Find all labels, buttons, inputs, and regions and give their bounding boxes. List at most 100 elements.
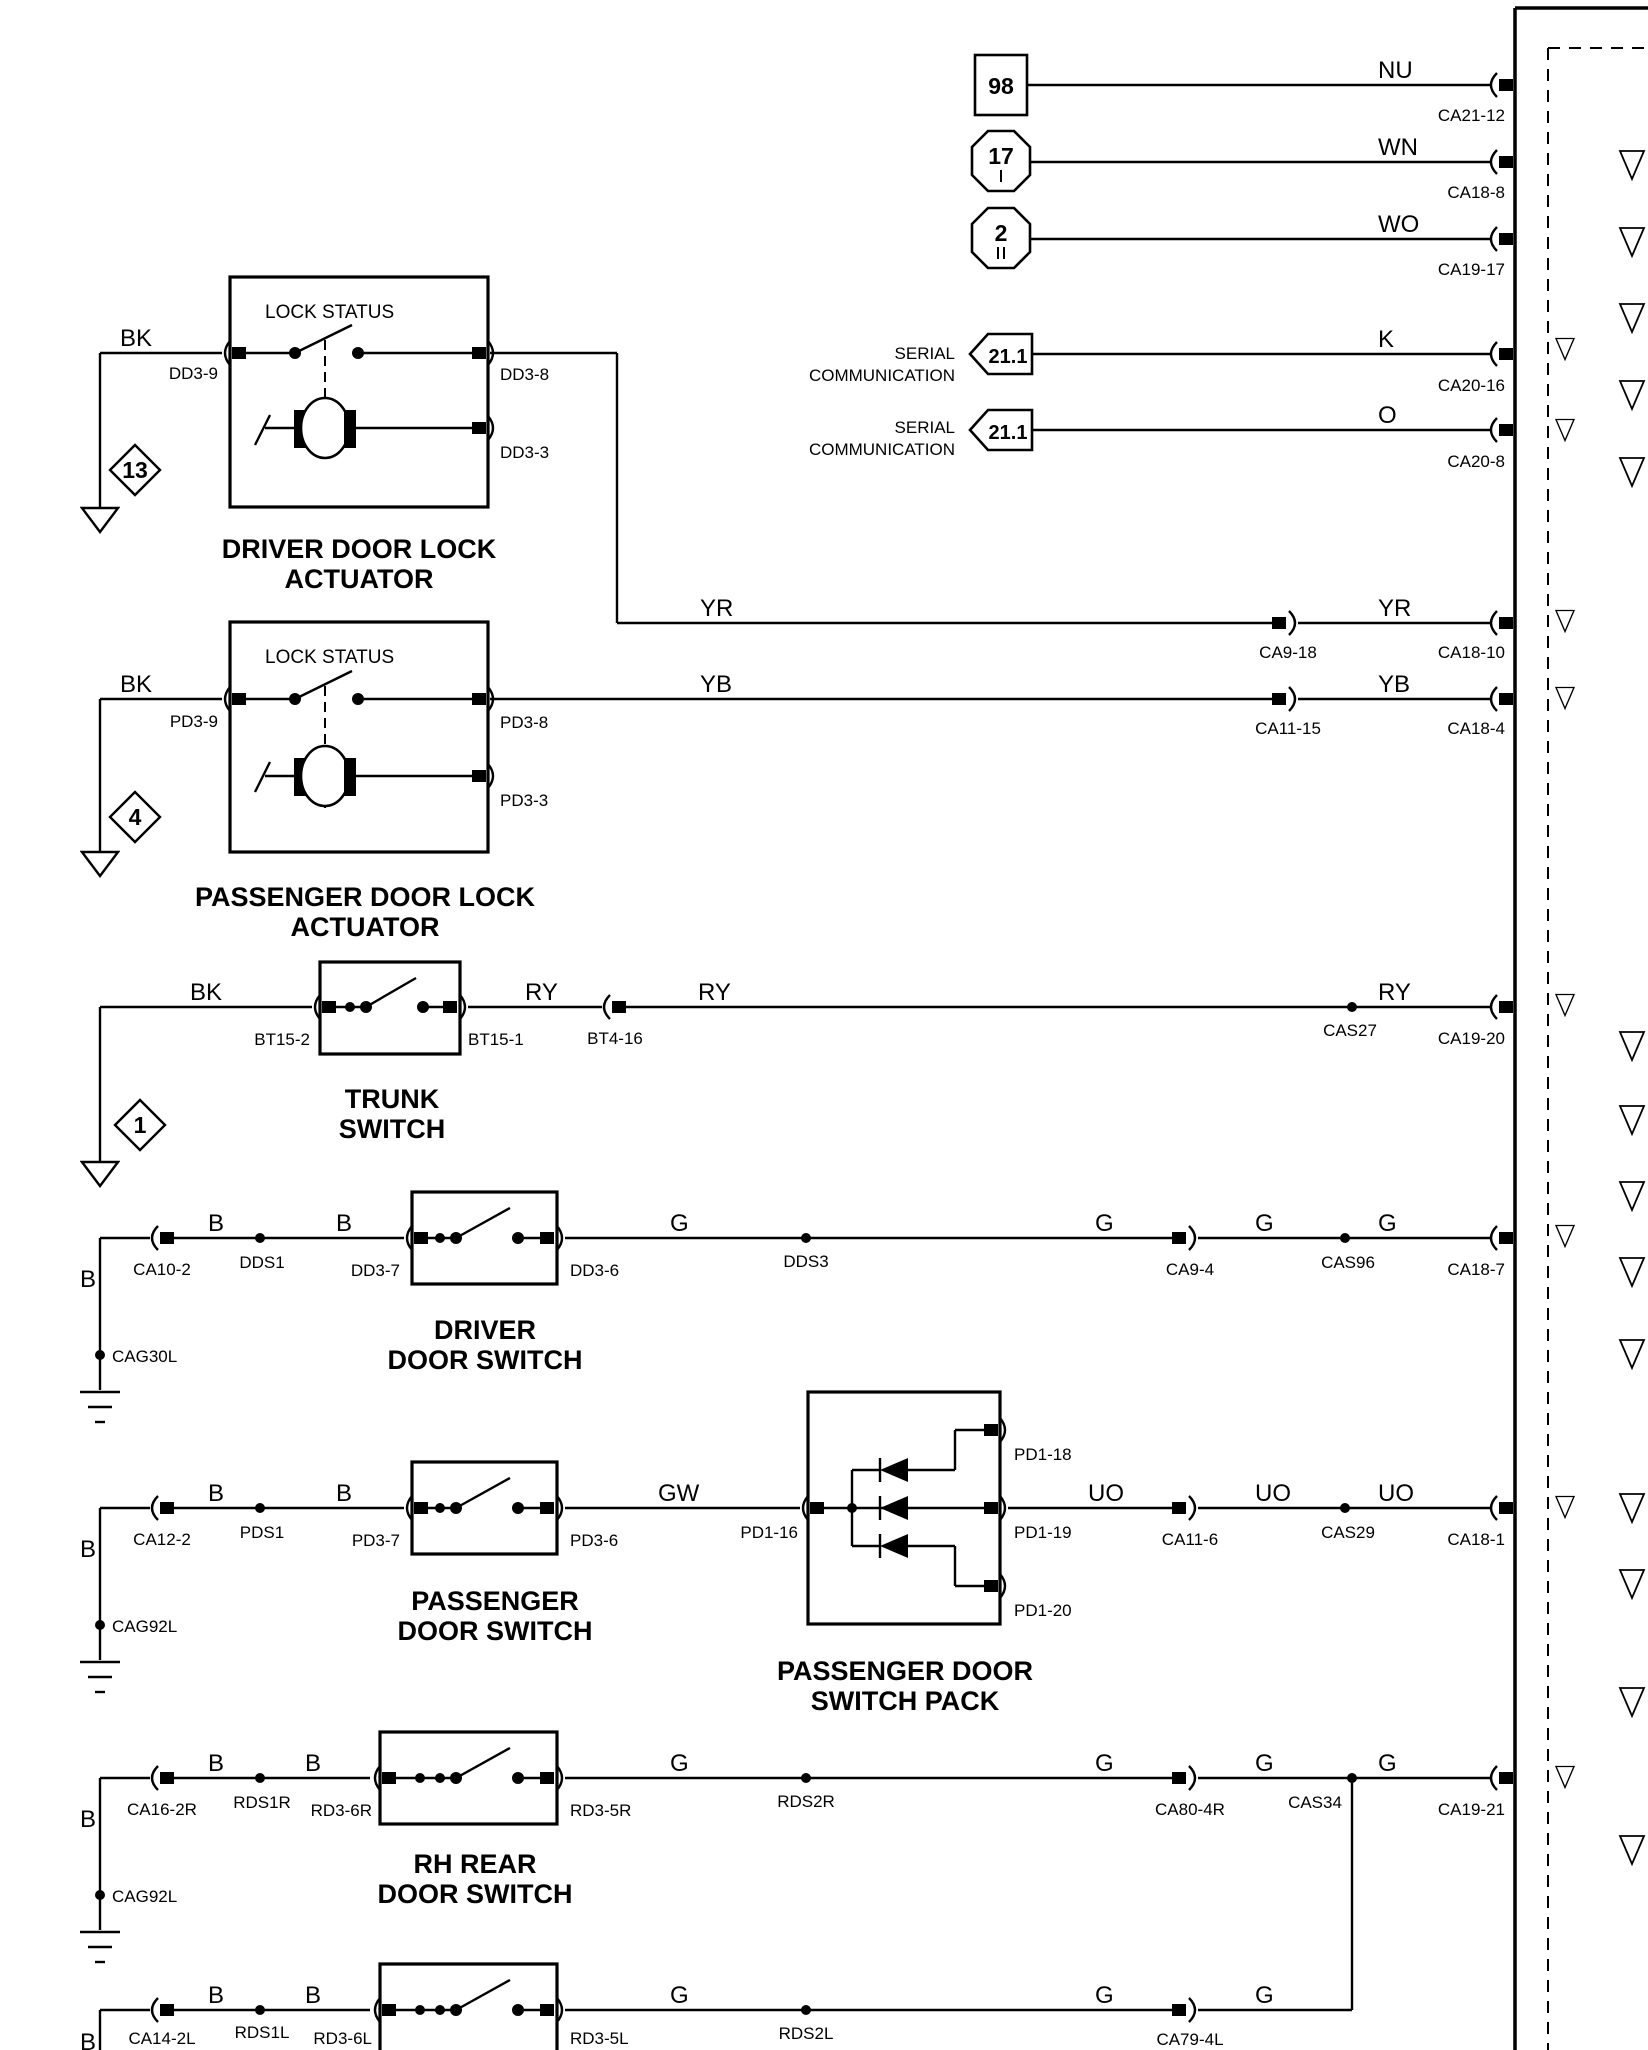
svg-text:CA19-21: CA19-21 — [1438, 1800, 1505, 1819]
wire-o-serial: SERIAL COMMUNICATION 21.1 O CA20-8 — [809, 402, 1513, 471]
svg-text:CA10-2: CA10-2 — [133, 1260, 191, 1279]
svg-text:UO: UO — [1088, 1480, 1124, 1507]
svg-text:YB: YB — [700, 671, 732, 698]
trunk-switch: BT15-2 BT15-1 TRUNK SWITCH — [254, 960, 524, 1144]
svg-text:SERIAL: SERIAL — [895, 344, 955, 363]
svg-text:CA9-18: CA9-18 — [1259, 643, 1317, 662]
svg-text:B: B — [80, 1806, 96, 1833]
svg-text:DD3-3: DD3-3 — [500, 443, 549, 462]
svg-text:ACTUATOR: ACTUATOR — [291, 912, 440, 942]
svg-text:WO: WO — [1378, 211, 1419, 238]
svg-text:G: G — [670, 1750, 689, 1777]
svg-text:CA9-4: CA9-4 — [1166, 1260, 1214, 1279]
svg-text:4: 4 — [129, 804, 142, 830]
wire-bk-trunk: BK 1 — [80, 979, 312, 1188]
svg-text:CA18-1: CA18-1 — [1447, 1530, 1505, 1549]
svg-text:YR: YR — [1378, 595, 1411, 622]
svg-text:DOOR SWITCH: DOOR SWITCH — [378, 1879, 573, 1909]
wire-ry: RY RY RY BT4-16 CAS27 CA19-20 — [468, 979, 1513, 1048]
svg-text:CA18-7: CA18-7 — [1447, 1260, 1505, 1279]
svg-text:G: G — [1255, 1750, 1274, 1777]
svg-text:PD3-8: PD3-8 — [500, 713, 548, 732]
svg-text:BK: BK — [120, 325, 152, 352]
svg-text:CA19-20: CA19-20 — [1438, 1029, 1505, 1048]
svg-text:PD3-6: PD3-6 — [570, 1531, 618, 1550]
svg-text:PD1-20: PD1-20 — [1014, 1601, 1072, 1620]
svg-text:17: 17 — [988, 143, 1014, 169]
svg-text:UO: UO — [1255, 1480, 1291, 1507]
svg-text:B: B — [336, 1210, 352, 1237]
svg-text:CA21-12: CA21-12 — [1438, 106, 1505, 125]
svg-text:RDS2L: RDS2L — [779, 2024, 834, 2043]
svg-text:WN: WN — [1378, 134, 1418, 161]
svg-text:PD1-19: PD1-19 — [1014, 1523, 1072, 1542]
driver-door-switch-circuit: B B B CA10-2 DDS1 CAG30L DD3-7 DD3-6 DRI… — [80, 1190, 1513, 1424]
svg-text:21.1: 21.1 — [989, 346, 1028, 368]
svg-text:UO: UO — [1378, 1480, 1414, 1507]
svg-text:CAS34: CAS34 — [1288, 1793, 1342, 1812]
svg-text:G: G — [1095, 1982, 1114, 2009]
svg-text:PASSENGER: PASSENGER — [411, 1586, 579, 1616]
svg-text:G: G — [1095, 1750, 1114, 1777]
svg-text:B: B — [305, 1750, 321, 1777]
svg-text:DD3-8: DD3-8 — [500, 365, 549, 384]
rh-rear-door-switch-circuit: B B B CA16-2R RDS1R CAG92L RD3-6R RD3-5R… — [80, 1730, 1513, 2010]
passenger-door-switch-circuit: B B B CA12-2 PDS1 CAG92L PD3-7 PD3-6 PAS… — [80, 1460, 800, 1694]
svg-text:PD1-16: PD1-16 — [740, 1523, 798, 1542]
svg-text:CA14-2L: CA14-2L — [128, 2029, 195, 2048]
wire-wo: 2 WO CA19-17 — [970, 206, 1513, 279]
svg-text:RY: RY — [698, 979, 731, 1006]
svg-text:CAS27: CAS27 — [1323, 1021, 1377, 1040]
svg-text:BT15-2: BT15-2 — [254, 1030, 310, 1049]
svg-text:CA12-2: CA12-2 — [133, 1530, 191, 1549]
svg-text:RY: RY — [1378, 979, 1411, 1006]
svg-text:G: G — [1378, 1210, 1397, 1237]
passenger-door-switch-pack: PD1-16 PD1-18 PD1-19 PD1-20 PASSENGER DO… — [740, 1390, 1072, 1716]
svg-text:YB: YB — [1378, 671, 1410, 698]
svg-text:B: B — [208, 1480, 224, 1507]
svg-text:PD1-18: PD1-18 — [1014, 1445, 1072, 1464]
svg-text:CAG92L: CAG92L — [112, 1887, 177, 1906]
body-control-module — [1513, 6, 1648, 2050]
driver-lock-title: DRIVER DOOR LOCK — [222, 534, 497, 564]
svg-text:B: B — [80, 2029, 96, 2050]
driver-lock-ground: BK 13 — [80, 325, 222, 534]
svg-text:PDS1: PDS1 — [240, 1523, 284, 1542]
svg-text:NU: NU — [1378, 57, 1413, 84]
svg-text:CA16-2R: CA16-2R — [127, 1800, 197, 1819]
wire-wn: 17 WN CA18-8 — [970, 129, 1513, 202]
svg-text:RDS1L: RDS1L — [235, 2023, 290, 2042]
svg-text:PASSENGER DOOR: PASSENGER DOOR — [777, 1656, 1033, 1686]
passenger-lock-ground: BK 4 — [80, 671, 222, 878]
svg-text:B: B — [208, 1210, 224, 1237]
svg-text:PASSENGER DOOR LOCK: PASSENGER DOOR LOCK — [195, 882, 536, 912]
svg-text:DD3-7: DD3-7 — [351, 1261, 400, 1280]
svg-text:CA18-10: CA18-10 — [1438, 643, 1505, 662]
ref-98: 98 — [988, 73, 1014, 99]
wire-yb: YB YB CA11-15 CA18-4 — [490, 671, 1513, 738]
svg-text:SWITCH PACK: SWITCH PACK — [811, 1686, 1000, 1716]
svg-text:DDS1: DDS1 — [239, 1253, 284, 1272]
svg-text:RD3-5R: RD3-5R — [570, 1801, 631, 1820]
svg-text:13: 13 — [122, 457, 148, 483]
svg-text:YR: YR — [700, 595, 733, 622]
svg-text:ACTUATOR: ACTUATOR — [285, 564, 434, 594]
svg-text:PD3-7: PD3-7 — [352, 1531, 400, 1550]
svg-text:PD3-9: PD3-9 — [170, 712, 218, 731]
svg-text:G: G — [670, 1210, 689, 1237]
svg-text:RD3-5L: RD3-5L — [570, 2029, 629, 2048]
driver-door-lock-actuator: LOCK STATUS DD3-9 DD3-8 DD3-3 DRIVER DOO… — [169, 275, 549, 594]
svg-text:BK: BK — [120, 671, 152, 698]
svg-text:B: B — [208, 1750, 224, 1777]
svg-text:COMMUNICATION: COMMUNICATION — [809, 366, 955, 385]
svg-text:RD3-6R: RD3-6R — [311, 1801, 372, 1820]
wire-uo: UO UO UO CA11-6 CAS29 CA18-1 — [1008, 1480, 1513, 1549]
svg-text:1: 1 — [134, 1112, 147, 1138]
svg-text:COMMUNICATION: COMMUNICATION — [809, 440, 955, 459]
passenger-door-lock-actuator: LOCK STATUS PD3-9 PD3-8 PD3-3 PASSENGER … — [170, 620, 548, 942]
svg-text:CA80-4R: CA80-4R — [1155, 1800, 1225, 1819]
wire-nu: 98 NU CA21-12 — [973, 53, 1513, 125]
svg-text:DDS3: DDS3 — [783, 1252, 828, 1271]
wire-k-serial: SERIAL COMMUNICATION 21.1 K CA20-16 — [809, 326, 1513, 395]
svg-text:CA79-4L: CA79-4L — [1156, 2030, 1223, 2049]
